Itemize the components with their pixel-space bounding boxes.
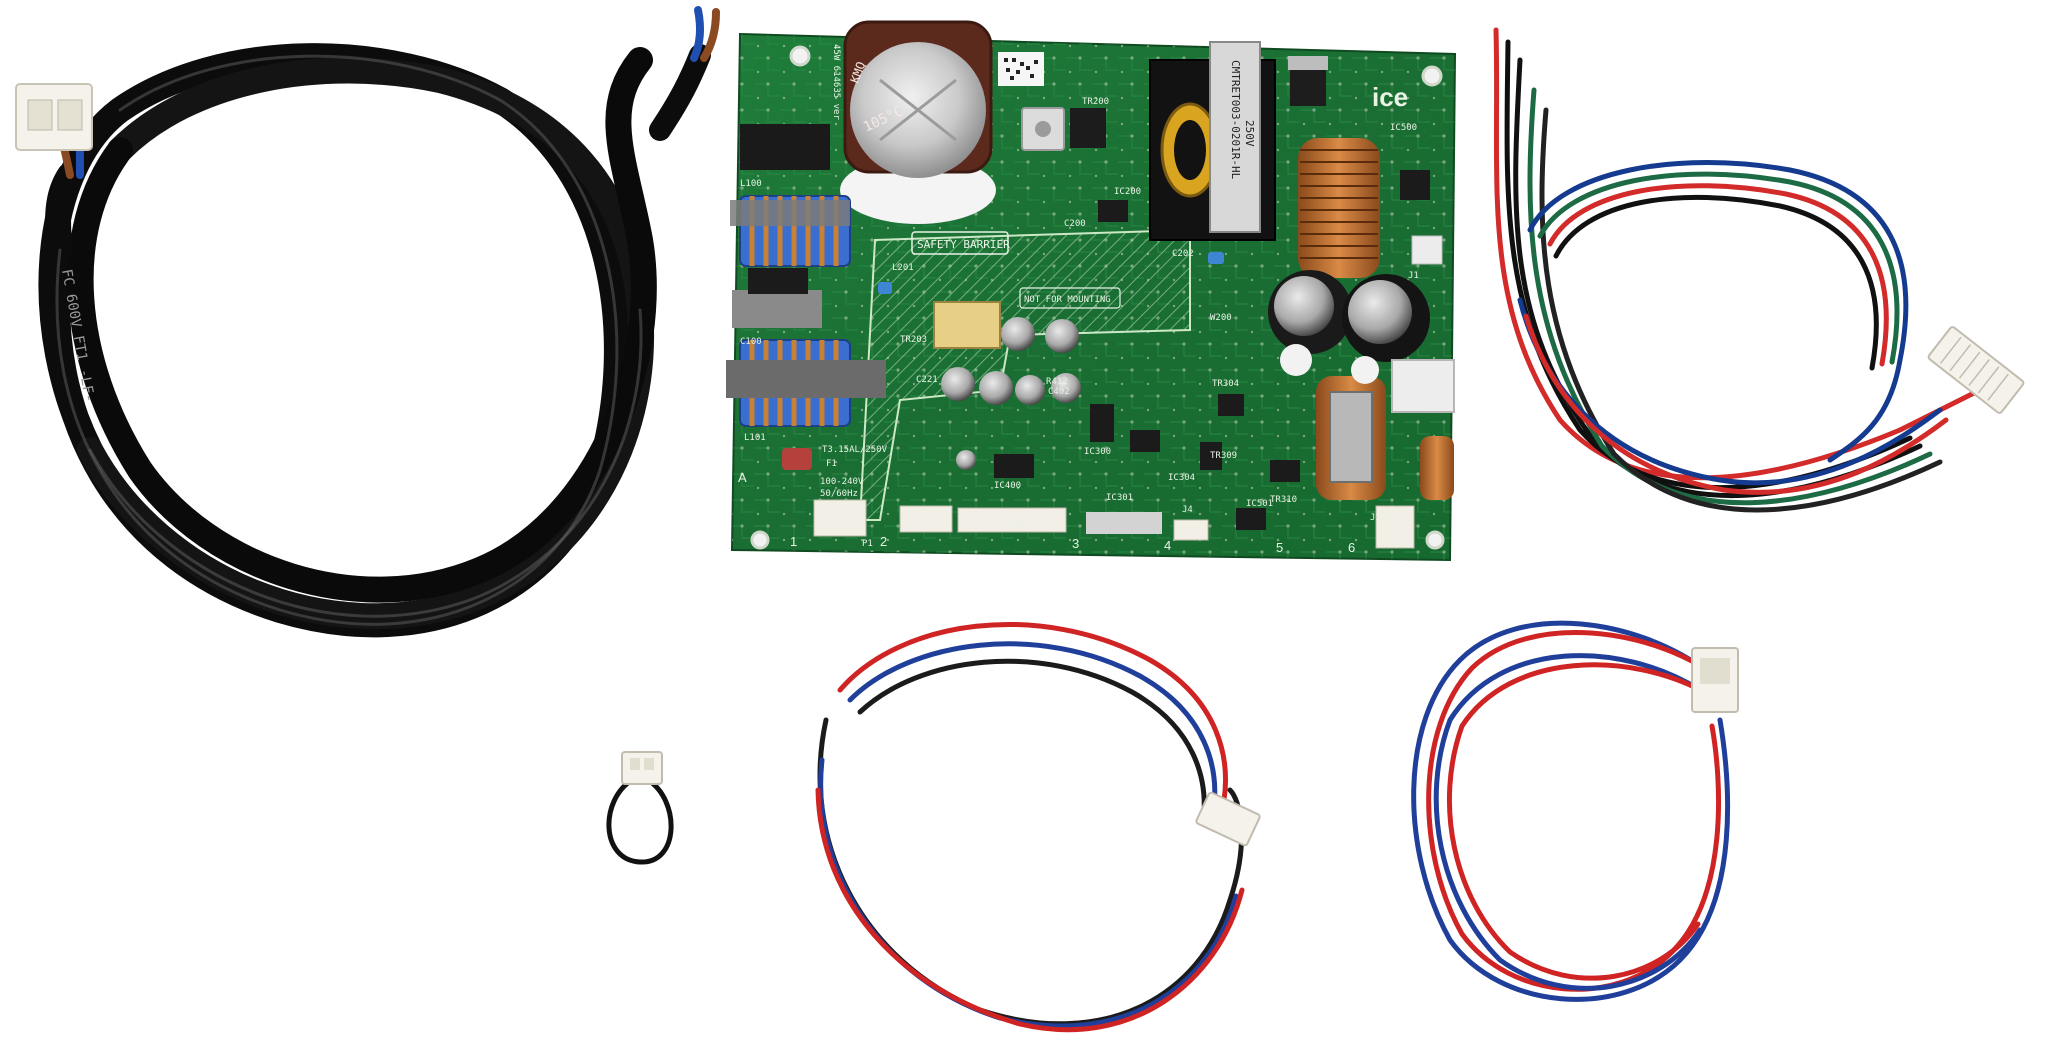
board-model-sub: 45W 614635 ver <box>831 44 841 120</box>
three-wire-harness <box>815 622 1261 1033</box>
ice-logo: ice <box>1372 82 1408 112</box>
jumper-connector-icon <box>621 751 663 785</box>
barcode-sticker-icon <box>998 52 1044 86</box>
svg-text:TR200: TR200 <box>1082 97 1109 107</box>
output-inductor-icon <box>1316 376 1454 500</box>
transformer-marking: CMTRET003-0201R-HL <box>1229 60 1242 180</box>
svg-text:P1: P1 <box>862 539 873 549</box>
svg-text:2: 2 <box>880 534 887 549</box>
svg-text:4: 4 <box>1164 538 1171 553</box>
multi-wire-harness <box>1493 27 2025 513</box>
svg-text:R412: R412 <box>1046 377 1068 387</box>
svg-text:W200: W200 <box>1210 313 1232 323</box>
capacitor-code: KMQ <box>848 60 869 85</box>
mains-cable: FC 600V FT1 -LF- <box>15 6 720 638</box>
svg-text:L101: L101 <box>744 433 766 443</box>
fuse-icon <box>782 448 812 470</box>
svg-text:J3: J3 <box>1010 519 1021 529</box>
voltage-rating: 100-240V <box>820 477 864 487</box>
svg-text:IC500: IC500 <box>1390 123 1417 133</box>
transformer-icon: CMTRET003-0201R-HL 250V <box>1149 41 1276 241</box>
svg-text:C100: C100 <box>740 337 762 347</box>
svg-text:J1: J1 <box>1408 271 1419 281</box>
svg-text:C202: C202 <box>1172 249 1194 259</box>
svg-text:TR203: TR203 <box>900 335 927 345</box>
board-grid-numbers: 1 2 3 4 5 6 A <box>738 470 1355 555</box>
fuse-rating: T3.15AL/250V <box>822 445 888 455</box>
jumper-loop <box>606 751 674 865</box>
svg-text:L100: L100 <box>740 179 762 189</box>
svg-text:6: 6 <box>1348 540 1355 555</box>
two-wire-harness <box>1411 620 1739 1002</box>
frequency-rating: 50/60Hz <box>820 489 858 499</box>
svg-text:J4: J4 <box>1182 505 1193 515</box>
svg-text:IC301: IC301 <box>1106 493 1133 503</box>
relay-icon <box>1391 359 1455 413</box>
svg-text:J2: J2 <box>1370 513 1381 523</box>
toroid-inductor-icon <box>1298 138 1380 278</box>
board-connectors-icon <box>813 499 1415 549</box>
fuse-id: F1 <box>826 459 837 469</box>
svg-text:C221: C221 <box>916 375 938 385</box>
two-wire-connector-icon <box>1691 647 1739 713</box>
svg-text:TR310: TR310 <box>1270 495 1297 505</box>
svg-text:C200: C200 <box>1064 219 1086 229</box>
mains-connector-icon <box>15 83 93 151</box>
not-for-mounting-label: NOT FOR MOUNTING <box>1024 295 1111 305</box>
svg-text:IC200: IC200 <box>1114 187 1141 197</box>
svg-text:L201: L201 <box>892 263 914 273</box>
svg-text:IC304: IC304 <box>1168 473 1195 483</box>
svg-text:A: A <box>738 470 747 485</box>
svg-text:TR309: TR309 <box>1210 451 1237 461</box>
safety-barrier-label: SAFETY BARRIER <box>917 238 1010 251</box>
svg-text:C402: C402 <box>1048 387 1070 397</box>
three-wire-connector-icon <box>1195 791 1261 847</box>
svg-text:1: 1 <box>790 534 797 549</box>
transformer-sub: 250V <box>1243 120 1256 147</box>
output-capacitors-icon <box>1268 270 1430 384</box>
reference-designators: TR200 IC500 C100 L100 L101 C402 R412 IC3… <box>740 97 1419 549</box>
svg-text:IC501: IC501 <box>1246 499 1273 509</box>
small-capacitors-icon <box>941 317 1081 470</box>
svg-text:TR304: TR304 <box>1212 379 1239 389</box>
power-supply-board: SAFETY BARRIER NOT FOR MOUNTING ICEpower… <box>726 20 1457 562</box>
svg-text:IC400: IC400 <box>994 481 1021 491</box>
harness-connector-icon <box>1927 326 2025 414</box>
bulk-capacitor-icon: 105°C KMQ <box>840 20 996 224</box>
svg-text:3: 3 <box>1072 536 1079 551</box>
svg-text:IC300: IC300 <box>1084 447 1111 457</box>
svg-text:5: 5 <box>1276 540 1283 555</box>
